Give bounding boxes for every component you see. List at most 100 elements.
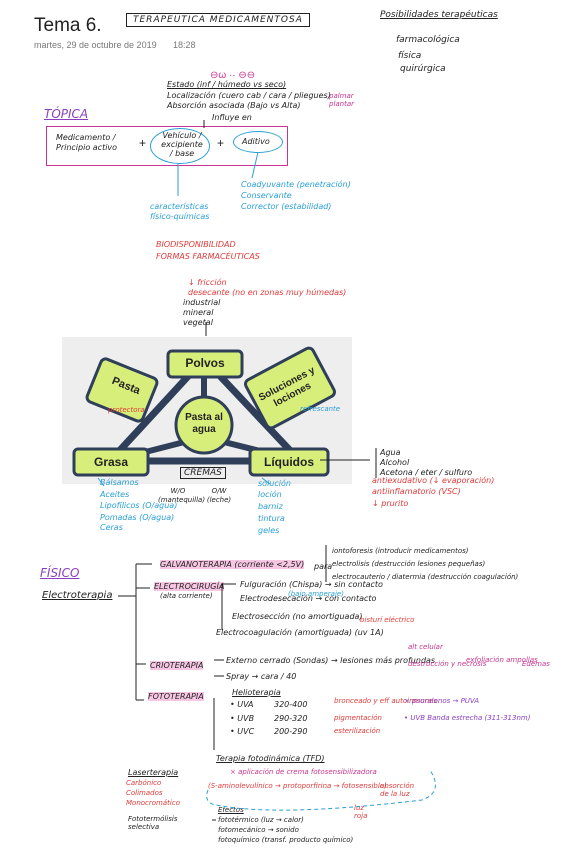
efecto-item: fototérmico (luz → calor) xyxy=(218,816,304,824)
electrocirugia-label: ELECTROCIRUGÍA xyxy=(154,582,225,591)
influye-note: Influye en xyxy=(212,113,252,122)
crio-flow: Edemas xyxy=(522,660,550,668)
laser-item: Colimados xyxy=(126,789,163,797)
polvos-note: desecante (no en zonas muy húmedas) xyxy=(188,288,347,297)
electroseccion-label: Electrosección (no amortiguada) xyxy=(232,612,363,621)
grasa-label: Grasa xyxy=(93,455,129,469)
fulguracion-sub: (bajo amperaje) xyxy=(288,590,344,598)
crioterapia-label: CRIOTERAPIA xyxy=(150,661,204,670)
aditivo-label: Aditivo xyxy=(242,137,270,146)
fototermolisis-label: Fototermólisis selectiva xyxy=(128,815,178,831)
polvos-note: vegetal xyxy=(183,318,213,327)
para-label: para xyxy=(314,562,333,571)
liquido-effect: antiexudativo (↓ evaporación) xyxy=(372,476,495,485)
galvano-label: GALVANOTERAPIA (corriente <2,5V) xyxy=(160,560,305,569)
luz-roja-note: luz roja xyxy=(354,804,368,820)
efecto-item: fotomecánico → sonido xyxy=(218,826,299,834)
polvos-note: industrial xyxy=(183,298,221,307)
liquido-item: Alcohol xyxy=(380,458,410,467)
tfd-crema-note: × aplicación de crema fotosensibilizador… xyxy=(230,768,377,776)
grasa-item: Pomadas (O/agua) xyxy=(100,513,175,522)
crio-flow: exfoliación ampollas xyxy=(466,656,538,664)
medicamento-label: Medicamento / Principio activo xyxy=(56,133,118,152)
fulguracion-label: Fulguración (Chispa) → sin contacto xyxy=(240,580,383,589)
uv-range: 320-400 xyxy=(274,700,308,709)
uv-band: • UVA xyxy=(230,700,254,709)
crioterapia-text: CRIOTERAPIA xyxy=(150,661,204,670)
soluciones-sub: refrescante xyxy=(300,405,341,413)
posibilidad-item: farmacológica xyxy=(396,35,460,45)
aditivo-item: Conservante xyxy=(241,191,292,200)
laser-item: Carbónico xyxy=(126,779,162,787)
liquidos-label: Líquidos xyxy=(264,455,314,469)
galvano-item: electrolisis (destrucción lesiones peque… xyxy=(332,560,486,568)
ow-label: O/W (leche) xyxy=(206,487,232,504)
polvos-note: mineral xyxy=(183,308,214,317)
crio-flow: alt celular xyxy=(408,643,443,651)
absorcion-note: Absorción asociada (Bajo vs Alta) xyxy=(167,101,301,110)
grasa-item: Aceites xyxy=(100,490,130,499)
vehiculo-ellipse xyxy=(150,128,210,164)
grasa-item: Bálsamos xyxy=(100,478,139,487)
biodisponibilidad-note: BIODISPONIBILIDAD xyxy=(156,240,236,249)
fototerapia-label: FOTOTERAPIA xyxy=(148,692,204,701)
uv-range: 290-320 xyxy=(274,714,308,723)
liquido-form: tintura xyxy=(258,514,285,523)
liquido-form: geles xyxy=(258,526,280,535)
formas-note: FORMAS FARMACÉUTICAS xyxy=(156,252,260,261)
uv-range: 200-290 xyxy=(274,727,308,736)
aditivo-item: Corrector (estabilidad) xyxy=(241,202,332,211)
electrodesecacion-label: Electrodesecación → con contacto xyxy=(240,594,377,603)
galvano-item: electrocauterio / diatermia (destrucción… xyxy=(332,573,519,581)
electro-sub: (alta corriente) xyxy=(160,592,213,600)
fototerapia-text: FOTOTERAPIA xyxy=(148,692,204,701)
liquido-effect: antiinflamatorio (VSC) xyxy=(372,487,461,496)
liquido-item: Acetona / eter / sulfuro xyxy=(380,468,473,477)
estado-note: Estado (inf / húmedo vs seco) xyxy=(167,80,287,89)
uv-effect: bronceado y eff autoinmunes xyxy=(334,697,438,705)
galvano-item: iontoforesis (introducir medicamentos) xyxy=(332,547,469,555)
grasa-item: Ceras xyxy=(100,523,123,532)
triangle-diagram xyxy=(72,346,336,477)
liquido-effect: ↓ prurito xyxy=(372,499,409,508)
page-title: Tema 6. xyxy=(34,15,102,36)
plus-sign: + xyxy=(139,136,147,150)
liquido-item: Agua xyxy=(380,448,401,457)
palmar-note: palmar plantar xyxy=(329,92,355,108)
vehiculo-label: Vehículo / excipiente / base xyxy=(161,131,203,158)
grasa-item: Lipofílicos (O/agua) xyxy=(100,501,178,510)
pasta-sub: protectora xyxy=(108,406,145,414)
crio-item: Spray → cara / 40 xyxy=(226,672,297,681)
tfd-label: Terapia fotodinámica (TFD) xyxy=(216,754,325,763)
note-date: martes, 29 de octubre de 2019 xyxy=(34,40,157,50)
fisico-heading: FÍSICO xyxy=(40,566,80,580)
circle-marks: ⊖ω ·· ⊖⊖ xyxy=(210,70,256,81)
liquido-form: solución xyxy=(258,479,291,488)
topica-heading: TÓPICA xyxy=(44,107,89,121)
localizacion-note: Localización (cuero cab / cara / pliegue… xyxy=(167,91,331,100)
aditivo-item: Coadyuvante (penetración) xyxy=(241,180,351,189)
crio-item: Externo cerrado (Sondas) → lesiones más … xyxy=(226,656,436,665)
electrocoagulacion-label: Electrocoagulación (amortiguada) (uv 1A) xyxy=(216,628,384,637)
boxed-title: TERAPEUTICA MEDICAMENTOSA xyxy=(126,13,310,27)
galvano-text: GALVANOTERAPIA (corriente <2,5V) xyxy=(160,560,305,569)
posibilidad-item: física xyxy=(398,51,422,61)
uv-effect: pigmentación xyxy=(334,714,382,722)
posibilidades-label: Posibilidades terapéuticas xyxy=(380,10,498,20)
absorcion-luz-note: absorción de la luz xyxy=(380,782,415,798)
pasta-agua-label: Pasta al agua xyxy=(185,412,223,435)
note-time: 18:28 xyxy=(173,40,196,50)
plus-sign: + xyxy=(217,136,225,150)
polvos-note: ↓ fricción xyxy=(188,278,227,287)
uvb-nb-note: • UVB Banda estrecha (311-313nm) xyxy=(404,714,531,722)
electroterapia-label: Electroterapia xyxy=(42,590,113,601)
laserterapia-label: Laserterapia xyxy=(128,768,179,777)
caracteristicas-note: características físico-químicas xyxy=(150,202,210,221)
uv-effect: esterilización xyxy=(334,727,381,735)
laser-item: Monocromático xyxy=(126,799,180,807)
posibilidad-item: quirúrgica xyxy=(400,64,446,74)
liquido-form: loción xyxy=(258,490,282,499)
wo-label: W/O (mantequilla) xyxy=(158,487,206,504)
cremas-label: CREMAS xyxy=(180,467,226,479)
